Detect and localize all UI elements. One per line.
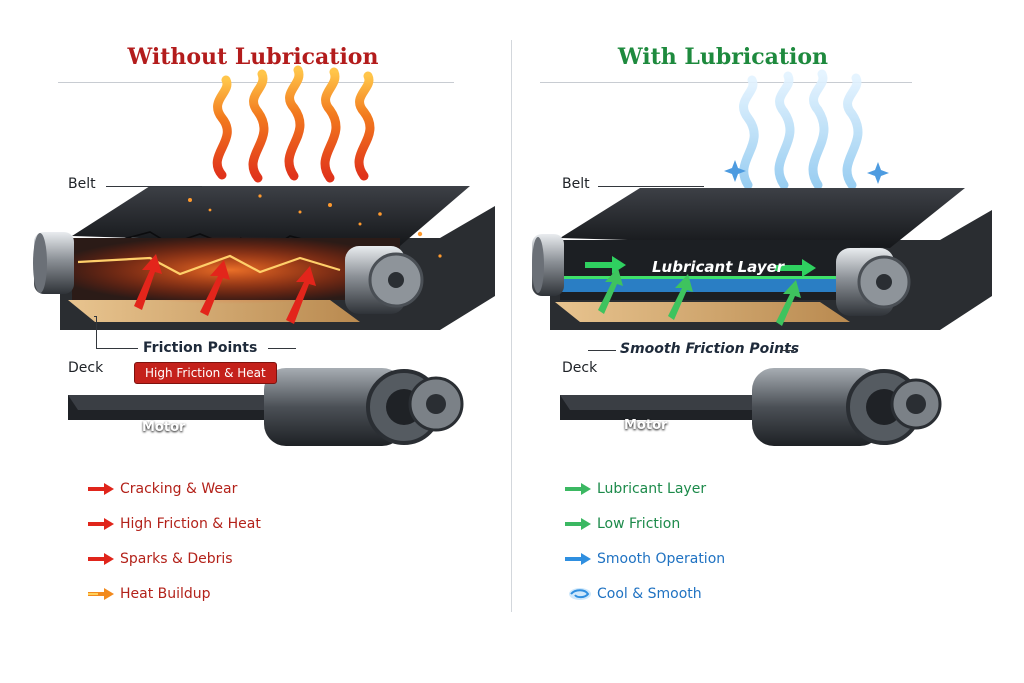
right-motor-label: Motor xyxy=(624,418,668,433)
left-rear-roller xyxy=(345,246,424,314)
title-with-lubrication: With Lubrication xyxy=(617,44,829,70)
green-arrow-icon xyxy=(565,517,591,530)
sparks-icon xyxy=(188,194,442,258)
right-friction-leader xyxy=(588,350,616,351)
right-motor-icon xyxy=(752,368,942,446)
left-motor-label: Motor xyxy=(142,420,186,435)
friction-glow xyxy=(50,236,410,304)
left-deck-label: Deck xyxy=(68,360,104,376)
high-friction-heat-badge: High Friction & Heat xyxy=(134,362,277,384)
left-belt-label: Belt xyxy=(68,176,96,192)
legend-item-low-friction: Low Friction xyxy=(563,506,725,541)
legend-item-sparks-debris: Sparks & Debris xyxy=(86,541,261,576)
lubricant-layer-label: Lubricant Layer xyxy=(652,258,785,276)
right-title-rule xyxy=(540,82,912,83)
title-without-lubrication: Without Lubrication xyxy=(127,44,379,70)
heat-waves-icon xyxy=(212,65,375,183)
red-arrow-icon xyxy=(88,552,114,565)
right-belt-label: Belt xyxy=(562,176,590,192)
left-motor-leader xyxy=(188,428,264,429)
legend-item-lubricant-layer: Lubricant Layer xyxy=(563,471,725,506)
right-motor-leader xyxy=(672,426,750,427)
red-arrow-icon xyxy=(88,517,114,530)
spark-line xyxy=(77,254,341,276)
sparkle-icon xyxy=(724,160,889,184)
legend-item-high-friction-heat: High Friction & Heat xyxy=(86,506,261,541)
cool-swirl-icon xyxy=(569,587,591,600)
left-title-rule xyxy=(58,82,454,83)
right-deck-label: Deck xyxy=(562,360,598,376)
right-belt-leader xyxy=(598,186,704,187)
cool-air-icon xyxy=(739,69,863,190)
left-motor-icon xyxy=(264,368,464,446)
red-arrow-icon xyxy=(88,482,114,495)
left-belt-surface xyxy=(72,186,470,246)
right-legend: Lubricant Layer Low Friction Smooth Oper… xyxy=(563,471,725,611)
legend-item-cool-smooth: Cool & Smooth xyxy=(563,576,725,611)
lubricant-layer-edge xyxy=(560,276,850,279)
friction-arrows xyxy=(134,254,316,324)
left-front-roller xyxy=(33,232,74,294)
green-arrow-icon xyxy=(565,482,591,495)
right-rear-roller xyxy=(836,248,911,316)
left-friction-leader xyxy=(96,348,138,349)
heat-arrow-icon xyxy=(88,587,114,600)
legend-item-heat-buildup: Heat Buildup xyxy=(86,576,261,611)
right-belt-surface xyxy=(560,188,965,248)
panel-divider xyxy=(511,40,512,612)
left-legend: Cracking & Wear High Friction & Heat Spa… xyxy=(86,471,261,611)
left-friction-points-label: Friction Points xyxy=(143,340,258,356)
lubricant-layer-band xyxy=(560,278,850,292)
blue-arrow-icon xyxy=(565,552,591,565)
lubricant-flow-arrows xyxy=(585,256,816,277)
smooth-friction-arrows xyxy=(598,268,801,326)
smooth-friction-points-label: Smooth Friction Points xyxy=(620,341,800,357)
legend-item-smooth-operation: Smooth Operation xyxy=(563,541,725,576)
left-belt-leader xyxy=(106,186,202,187)
right-front-roller xyxy=(532,234,564,296)
right-deck-board xyxy=(555,302,850,322)
legend-item-cracking-wear: Cracking & Wear xyxy=(86,471,261,506)
